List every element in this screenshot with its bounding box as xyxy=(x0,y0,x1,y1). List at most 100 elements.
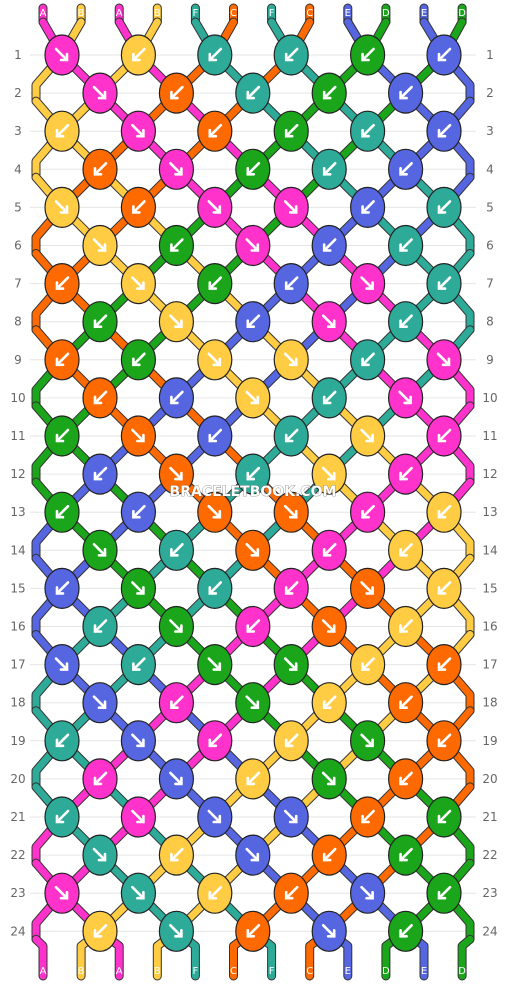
arrow-down-left-icon xyxy=(437,885,452,900)
knot xyxy=(350,491,386,533)
arrow-down-left-icon xyxy=(399,695,413,709)
arrow-down-left-icon xyxy=(399,466,413,481)
row-number-left: 23 xyxy=(10,886,25,900)
arrow-down-left-icon xyxy=(437,200,452,214)
arrow-down-left-icon xyxy=(399,162,413,176)
row-number-left: 18 xyxy=(10,696,25,710)
knot xyxy=(311,453,347,495)
arrow-down-left-icon xyxy=(93,771,108,786)
row-number-left: 4 xyxy=(14,162,22,176)
knot xyxy=(235,301,271,343)
knot xyxy=(197,643,233,686)
row-number-right: 19 xyxy=(482,734,497,748)
knot xyxy=(44,110,80,152)
arrow-down-left-icon xyxy=(246,466,261,481)
knot xyxy=(426,720,462,762)
knot xyxy=(235,72,271,114)
bottom-strand-label: B xyxy=(154,966,161,977)
arrow-down-right-icon xyxy=(283,200,298,214)
knot xyxy=(426,34,462,76)
knot xyxy=(273,339,309,381)
arrow-down-left-icon xyxy=(170,238,184,252)
knot xyxy=(273,415,309,457)
row-number-left: 15 xyxy=(10,581,25,595)
arrow-down-left-icon xyxy=(246,619,261,633)
knot xyxy=(120,34,156,76)
row-number-left: 6 xyxy=(14,239,22,253)
arrow-down-right-icon xyxy=(169,924,183,938)
arrow-down-left-icon xyxy=(93,314,108,328)
arrow-down-left-icon xyxy=(399,85,413,100)
arrow-down-left-icon xyxy=(55,809,70,824)
row-number-left: 16 xyxy=(10,620,25,634)
knot xyxy=(426,415,462,457)
arrow-down-right-icon xyxy=(283,657,298,671)
arrow-down-right-icon xyxy=(360,276,374,290)
knot xyxy=(120,872,156,914)
knot xyxy=(273,34,309,76)
arrow-down-left-icon xyxy=(322,847,337,862)
knot xyxy=(120,263,156,305)
arrow-down-left-icon xyxy=(361,504,375,519)
knot xyxy=(120,567,156,610)
bottom-strand-label: E xyxy=(421,966,427,977)
arrow-down-left-icon xyxy=(93,466,108,481)
arrow-down-right-icon xyxy=(321,619,336,633)
arrow-down-right-icon xyxy=(283,352,298,367)
knot xyxy=(44,263,80,305)
arrow-down-left-icon xyxy=(437,276,452,290)
arrow-down-right-icon xyxy=(92,847,107,862)
arrow-down-left-icon xyxy=(437,504,452,519)
arrow-down-right-icon xyxy=(54,200,69,214)
knot xyxy=(82,529,118,571)
row-number-right: 17 xyxy=(482,658,497,672)
knot xyxy=(82,72,118,114)
row-number-right: 24 xyxy=(482,924,497,938)
knot xyxy=(197,263,233,305)
arrow-down-right-icon xyxy=(131,885,145,900)
knot xyxy=(158,910,194,952)
knot xyxy=(388,453,424,495)
arrow-down-right-icon xyxy=(131,733,145,748)
knot xyxy=(235,148,271,190)
arrow-down-right-icon xyxy=(321,314,336,328)
arrow-down-left-icon xyxy=(284,47,299,62)
row-number-right: 23 xyxy=(482,886,497,900)
knot xyxy=(158,605,194,648)
arrow-down-left-icon xyxy=(322,390,337,405)
knot xyxy=(158,301,194,343)
row-number-left: 17 xyxy=(10,658,25,672)
arrow-down-left-icon xyxy=(322,85,337,100)
arrow-down-left-icon xyxy=(399,771,413,786)
row-number-right: 8 xyxy=(486,315,494,329)
arrow-down-right-icon xyxy=(169,771,183,786)
arrow-down-right-icon xyxy=(283,504,298,519)
knot xyxy=(82,301,118,343)
arrow-down-right-icon xyxy=(360,733,374,748)
knot xyxy=(158,224,194,267)
arrow-down-left-icon xyxy=(208,581,223,595)
knot xyxy=(273,567,309,610)
arrow-down-left-icon xyxy=(361,809,375,824)
knot xyxy=(388,301,424,343)
bottom-strand-label: E xyxy=(345,966,351,977)
row-number-right: 3 xyxy=(486,124,494,138)
top-strand-label: A xyxy=(40,8,47,19)
arrow-down-right-icon xyxy=(131,123,145,138)
knot xyxy=(82,910,118,952)
knot xyxy=(158,148,194,190)
knot xyxy=(311,301,347,343)
top-strand-label: B xyxy=(78,8,85,19)
arrow-down-left-icon xyxy=(284,428,299,443)
row-number-left: 9 xyxy=(14,353,22,367)
knot xyxy=(82,834,118,876)
knot xyxy=(311,834,347,876)
top-strand-label: D xyxy=(382,8,390,19)
knot xyxy=(426,339,462,381)
knot xyxy=(350,796,386,838)
knot xyxy=(350,339,386,381)
bottom-strand-label: F xyxy=(269,966,275,977)
knot xyxy=(44,339,80,381)
arrow-down-right-icon xyxy=(131,428,145,443)
knot xyxy=(82,605,118,648)
